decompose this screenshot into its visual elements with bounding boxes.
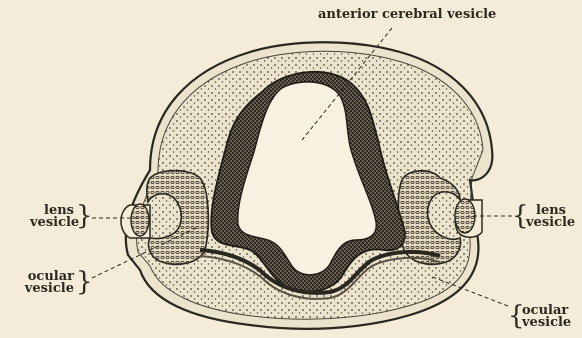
ocular-vesicle-left-brace: } bbox=[76, 269, 93, 295]
lens-vesicle-left-line2: vesicle bbox=[30, 217, 74, 229]
lens-vesicle-left-label: lens vesicle bbox=[30, 205, 74, 229]
lens-vesicle-right-line2: vesicle bbox=[526, 217, 575, 229]
ocular-vesicle-right-label: ocular vesicle bbox=[522, 305, 571, 329]
ocular-vesicle-left-line2: vesicle bbox=[18, 283, 74, 295]
left-lens-vesicle bbox=[131, 204, 149, 236]
right-lens-vesicle bbox=[455, 199, 475, 233]
lens-vesicle-right-label: lens vesicle bbox=[526, 205, 575, 229]
lens-vesicle-left-brace: } bbox=[76, 203, 93, 229]
ocular-vesicle-right-line2: vesicle bbox=[522, 317, 571, 329]
ocular-vesicle-left-label: ocular vesicle bbox=[18, 271, 74, 295]
anterior-cerebral-vesicle-label: anterior cerebral vesicle bbox=[318, 9, 496, 21]
